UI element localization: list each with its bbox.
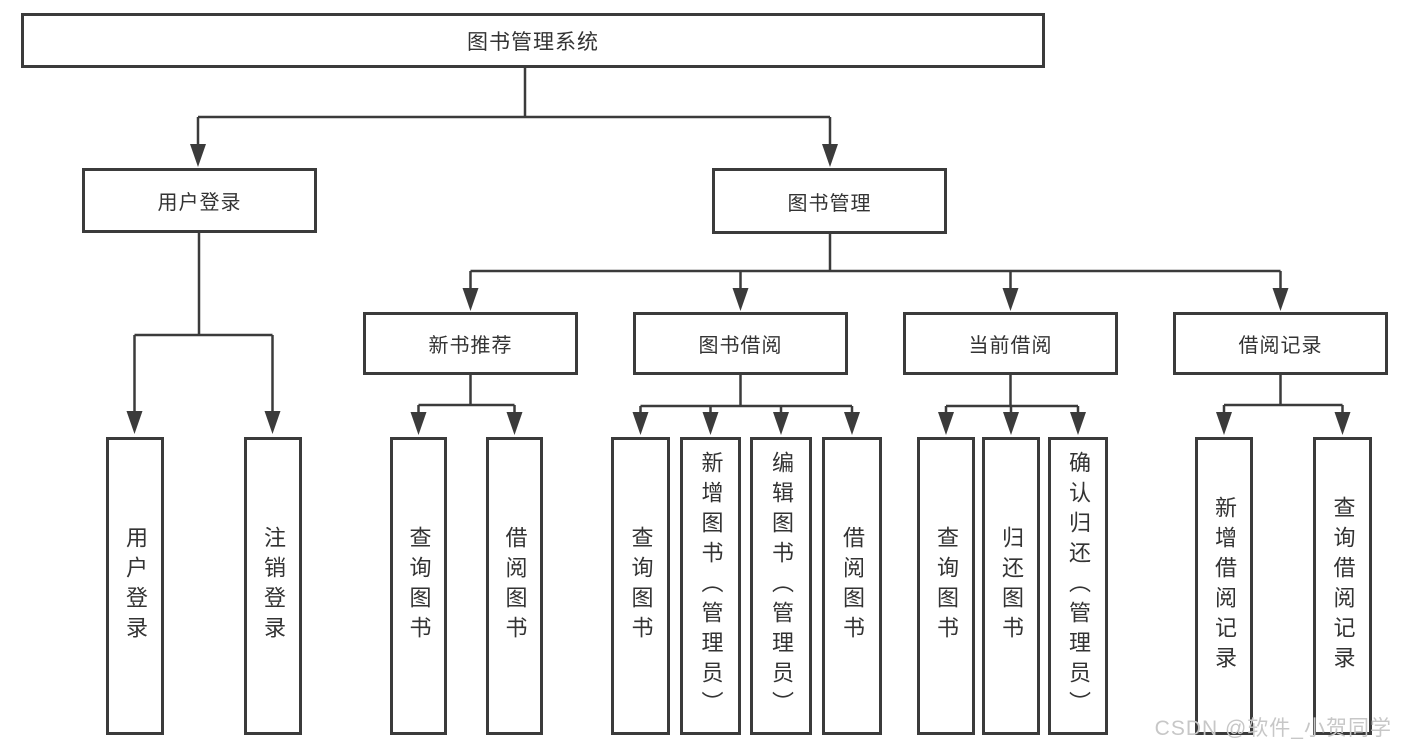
arrowhead (126, 411, 143, 434)
leaf-borrow-books-recommend: 借阅图书 (486, 437, 543, 735)
arrowhead (1070, 412, 1086, 435)
node-new-book-recommend: 新书推荐 (363, 312, 578, 375)
node-label: 用户登录 (157, 192, 242, 214)
node-book-borrowing: 图书借阅 (633, 312, 848, 375)
arrowhead (1002, 288, 1019, 311)
leaf-add-borrow-record: 新增借阅记录 (1195, 437, 1253, 735)
arrowhead (462, 288, 479, 311)
node-label: 查询借阅记录 (1330, 496, 1356, 676)
node-label: 查询图书 (628, 526, 654, 646)
leaf-edit-books-admin: 编辑图书（管理员） (750, 437, 812, 735)
arrowhead (190, 144, 206, 167)
arrowhead (1272, 288, 1289, 311)
arrowhead (632, 412, 649, 435)
node-label: 图书管理系统 (467, 30, 599, 54)
node-label: 注销登录 (261, 526, 286, 646)
leaf-confirm-return-admin: 确认归还（管理员） (1048, 437, 1108, 735)
arrowhead (1334, 412, 1351, 435)
arrowhead (938, 412, 954, 435)
leaf-borrow-books: 借阅图书 (822, 437, 882, 735)
node-label: 归还图书 (999, 526, 1024, 646)
leaf-query-books-borrowing: 查询图书 (611, 437, 670, 735)
node-label: 编辑图书（管理员） (769, 451, 794, 721)
arrowhead (506, 412, 523, 435)
leaf-query-books-current: 查询图书 (917, 437, 975, 735)
arrowhead (773, 412, 789, 435)
node-current-borrowing: 当前借阅 (903, 312, 1118, 375)
node-label: 图书管理 (787, 192, 872, 215)
node-label: 查询图书 (406, 526, 432, 646)
node-borrowing-records: 借阅记录 (1173, 312, 1388, 375)
node-label: 新书推荐 (428, 335, 513, 357)
leaf-return-books: 归还图书 (982, 437, 1040, 735)
leaf-add-books-admin: 新增图书（管理员） (680, 437, 741, 735)
node-label: 借阅图书 (840, 526, 865, 646)
arrowhead (1216, 412, 1232, 435)
leaf-query-books-recommend: 查询图书 (390, 437, 447, 735)
node-label: 借阅图书 (502, 526, 528, 646)
node-label: 借阅记录 (1238, 335, 1323, 357)
node-label: 查询图书 (934, 526, 959, 646)
node-book-management: 图书管理 (712, 168, 947, 234)
node-label: 当前借阅 (968, 335, 1053, 357)
leaf-query-borrow-record: 查询借阅记录 (1313, 437, 1372, 735)
arrowhead (822, 144, 838, 167)
node-root-library-system: 图书管理系统 (21, 13, 1045, 68)
arrowhead (844, 412, 860, 435)
arrowhead (264, 411, 281, 434)
arrowhead (732, 288, 749, 311)
node-user-login: 用户登录 (82, 168, 317, 233)
arrowhead (1003, 412, 1019, 435)
arrowhead (410, 412, 427, 435)
node-label: 新增图书（管理员） (698, 451, 724, 721)
node-label: 图书借阅 (698, 335, 783, 357)
leaf-logout: 注销登录 (244, 437, 302, 735)
node-label: 确认归还（管理员） (1066, 451, 1091, 721)
node-label: 新增借阅记录 (1212, 496, 1237, 676)
leaf-user-login: 用户登录 (106, 437, 164, 735)
node-label: 用户登录 (123, 526, 148, 646)
arrowhead (702, 412, 719, 435)
